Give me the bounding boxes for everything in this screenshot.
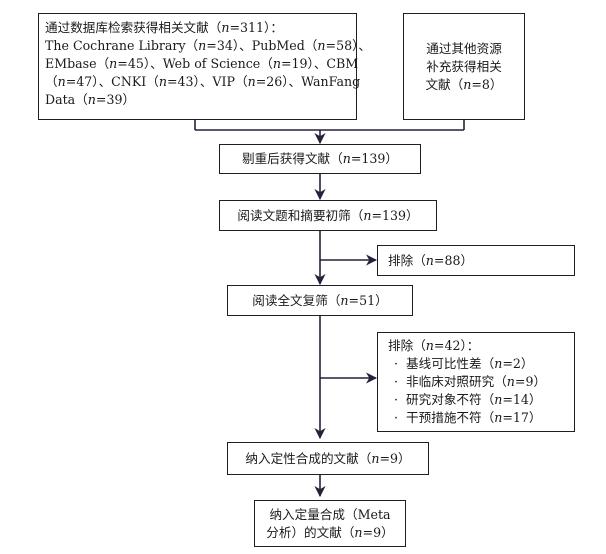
quant-line-1: 纳入定量合成（Meta — [269, 506, 391, 522]
excl2-reason-item: · 干预措施不符（n=17） — [394, 410, 542, 425]
box-other-sources: 通过其他资源 补充获得相关 文献（n=8） — [403, 13, 525, 120]
box-title-abstract-screening: 阅读文题和摘要初筛（n=139） — [219, 200, 437, 231]
db-line-1: 通过数据库检索获得相关文献（n=311）： — [45, 20, 283, 35]
db-line-4: （n=47）、CNKI（n=43）、VIP（n=26）、WanFang — [45, 74, 361, 89]
excl2-reason-item: · 研究对象不符（n=14） — [394, 392, 542, 407]
box-deduplicated: 剔重后获得文献（n=139） — [219, 144, 421, 174]
quant-line-2: 分析）的文献（n=9） — [266, 524, 394, 540]
box-database-search: 通过数据库检索获得相关文献（n=311）： The Cochrane Libra… — [38, 13, 371, 120]
db-line-5: Data（n=39） — [45, 92, 136, 107]
box-quantitative-synthesis: 纳入定量合成（Meta 分析）的文献（n=9） — [254, 500, 406, 547]
box-qualitative-synthesis: 纳入定性合成的文献（n=9） — [227, 442, 429, 475]
box-excluded-second: 排除（n=42）： · 基线可比性差（n=2） · 非临床对照研究（n=9） ·… — [377, 332, 575, 432]
db-line-2: The Cochrane Library（n=34）、PubMed（n=58）、 — [45, 38, 371, 53]
excl2-reason-item: · 非临床对照研究（n=9） — [394, 374, 547, 389]
excl2-reason-item: · 基线可比性差（n=2） — [394, 356, 534, 371]
other-line-1: 通过其他资源 — [426, 40, 502, 56]
db-line-3: EMbase（n=45）、Web of Science（n=19）、CBM — [45, 56, 359, 71]
box-fulltext-screening: 阅读全文复筛（n=51） — [227, 285, 413, 316]
excl2-heading: 排除（n=42）： — [388, 338, 480, 353]
other-line-2: 补充获得相关 — [426, 58, 502, 74]
box-excluded-first: 排除（n=88） — [377, 245, 575, 276]
other-line-3: 文献（n=8） — [425, 76, 503, 92]
